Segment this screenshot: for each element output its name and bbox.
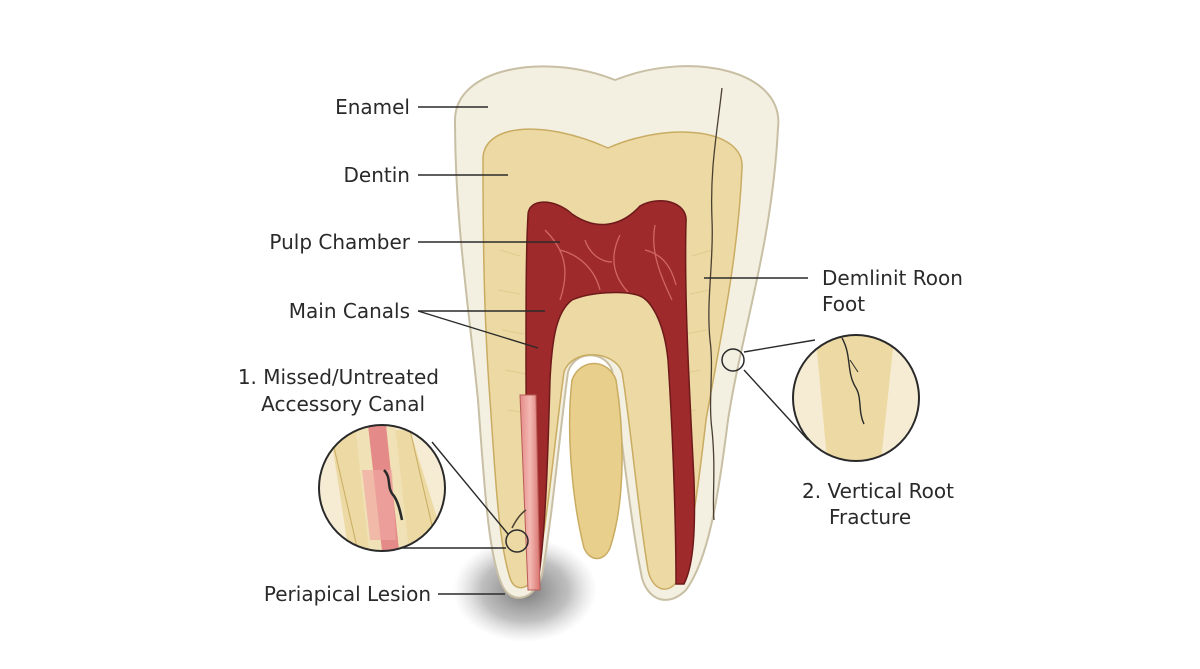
vertical-fracture-line <box>708 87 723 521</box>
magnified-accessory-canal <box>318 424 446 552</box>
root-furcation <box>568 362 623 560</box>
magnified-vertical-fracture <box>792 334 920 462</box>
accessory-canal-marker <box>505 529 529 553</box>
label-vrf-line2: Fracture <box>829 505 911 529</box>
label-periapical-lesion: Periapical Lesion <box>264 582 431 606</box>
label-enamel: Enamel <box>335 95 410 119</box>
label-vrf-line1: 2. Vertical Root <box>802 479 954 503</box>
pulp-vessels <box>544 224 677 301</box>
fracture-marker <box>721 348 745 372</box>
label-demlinit-line2: Foot <box>822 292 865 316</box>
label-demlinit-line1: Demlinit Roon <box>822 266 963 290</box>
canal-filling <box>519 394 541 591</box>
label-main-canals: Main Canals <box>289 299 410 323</box>
leader-lines <box>400 106 816 595</box>
label-pulp-chamber: Pulp Chamber <box>269 230 410 254</box>
label-dentin: Dentin <box>344 163 410 187</box>
accessory-canal-mark <box>511 509 527 529</box>
label-missed-canal-line2: Accessory Canal <box>261 392 425 416</box>
label-missed-canal-line1: 1. Missed/Untreated <box>238 365 439 389</box>
